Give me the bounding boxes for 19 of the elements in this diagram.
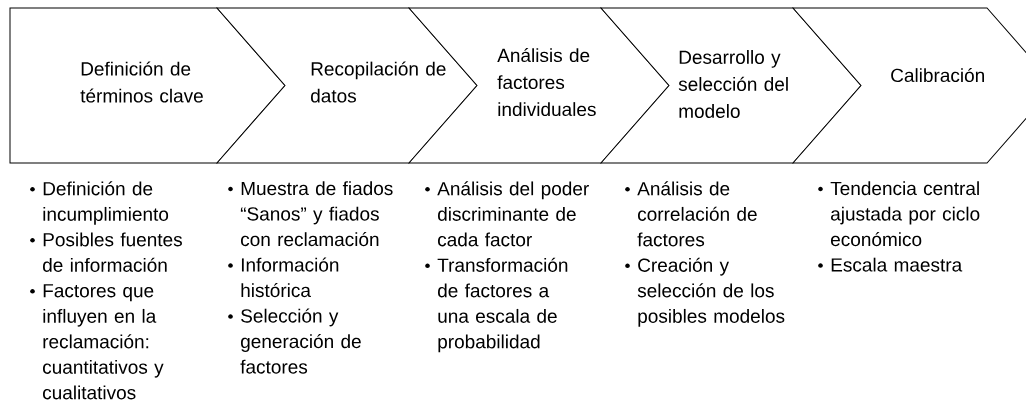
chevron-step: Recopilación de datos — [216, 7, 478, 164]
bullet-item: Factores que influyen en la reclamación: cuantitativos y cualitativos — [30, 284, 164, 400]
chevron-step: Desarrollo y selección del modelo — [600, 7, 862, 164]
bullet-item: Posibles fuentes de información — [30, 232, 182, 272]
bullet-item: Selección y generación de factores — [228, 308, 361, 374]
node-label: Desarrollo y selección del modelo — [678, 50, 788, 118]
bullet-item: Muestra de fiados “Sanos” y fiados con reclamación — [228, 181, 393, 247]
bullet-item: Transformación de factores a una escala de probabilidad — [425, 257, 568, 353]
bullet-item: Definición de incumplimiento — [30, 181, 169, 225]
bullet-item: Tendencia central ajustada por ciclo económico — [818, 181, 980, 247]
bullet-item: Escala maestra — [818, 257, 963, 272]
chevron-step: Calibración — [792, 7, 1026, 164]
node-label: Calibración — [891, 67, 984, 83]
bullet-item: Información histórica — [228, 257, 339, 298]
bullet-item: Análisis del poder discriminante de cada factor — [425, 181, 589, 247]
node-label: Análisis de factores individuales — [497, 47, 596, 117]
bullet-item: Análisis de correlación de factores — [625, 181, 757, 247]
chevron-step: Definición de términos clave — [9, 7, 286, 164]
bullet-item: Creación y selección de los posibles modelos — [625, 257, 785, 327]
